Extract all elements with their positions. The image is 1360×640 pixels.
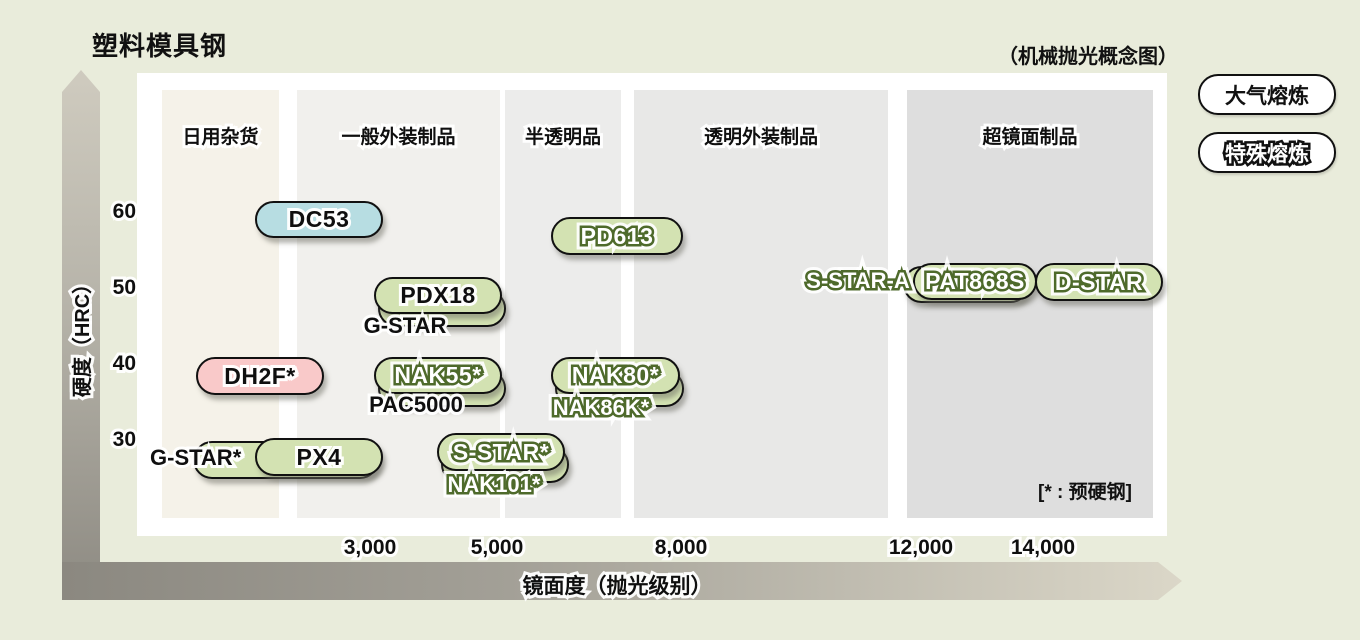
- legend-atmospheric-melting: 大气熔炼: [1198, 74, 1336, 115]
- steel-pill-label: D-STAR: [1055, 269, 1143, 296]
- x-tick-12000: 12,000: [889, 536, 953, 560]
- steel-pill-px4: PX4: [255, 438, 383, 476]
- y-tick-40: 40: [98, 352, 136, 376]
- steel-pill-pdx18: PDX18: [374, 277, 502, 314]
- chart-subtitle: （机械抛光概念图）: [998, 46, 1178, 68]
- y-axis-title: 硬度（HRC）: [67, 273, 96, 396]
- y-tick-60: 60: [98, 200, 136, 224]
- steel-pill-label: S-STAR*: [453, 439, 550, 466]
- legend-label: 大气熔炼: [1225, 84, 1309, 108]
- steel-pill-sstar: S-STAR*: [437, 433, 565, 471]
- steel-label-gstarp: G-STAR*: [150, 445, 242, 471]
- x-axis-title: 镜面度（抛光级别）: [523, 570, 712, 600]
- steel-pill-dc53: DC53: [255, 201, 383, 238]
- y-tick-50: 50: [98, 276, 136, 300]
- steel-pill-label: PX4: [297, 444, 342, 471]
- steel-pill-nak55: NAK55*: [374, 357, 502, 394]
- steel-pill-label: PAT868S: [925, 268, 1025, 295]
- legend-special-melting: 特殊熔炼: [1198, 132, 1336, 173]
- band-header: 日用杂货: [182, 122, 258, 149]
- page-title: 塑料模具钢: [92, 31, 228, 61]
- y-axis-title-wrap: 硬度（HRC）: [62, 240, 100, 430]
- x-tick-3000: 3,000: [344, 536, 397, 560]
- steel-pill-dh2f: DH2F*: [196, 357, 324, 395]
- steel-pill-pat868s: PAT868S: [913, 263, 1037, 300]
- steel-label-pac5000: PAC5000: [369, 392, 463, 418]
- band-header: 超镜面制品: [982, 122, 1077, 149]
- band-transparent-exterior: 透明外装制品: [634, 90, 888, 518]
- legend-label: 特殊熔炼: [1225, 138, 1309, 168]
- band-header: 一般外装制品: [341, 122, 455, 149]
- steel-pill-pd613: PD613: [551, 217, 683, 255]
- steel-pill-label: DH2F*: [224, 363, 296, 390]
- x-tick-5000: 5,000: [471, 536, 524, 560]
- y-tick-30: 30: [98, 428, 136, 452]
- steel-label-nak101: NAK101*: [448, 472, 541, 498]
- steel-label-nak86k: NAK86K*: [553, 395, 650, 421]
- band-header: 半透明品: [525, 122, 601, 149]
- steel-pill-dstar: D-STAR: [1035, 263, 1163, 301]
- band-header: 透明外装制品: [704, 122, 818, 149]
- steel-pill-label: NAK80*: [572, 362, 660, 389]
- steel-pill-label: PD613: [581, 223, 654, 250]
- band-super-mirror: 超镜面制品: [907, 90, 1153, 518]
- steel-pill-label: NAK55*: [394, 362, 482, 389]
- x-tick-14000: 14,000: [1011, 536, 1075, 560]
- x-tick-8000: 8,000: [655, 536, 708, 560]
- steel-pill-nak80: NAK80*: [551, 357, 680, 394]
- steel-label-gstar: G-STAR: [364, 313, 447, 339]
- steel-pill-label: DC53: [289, 206, 350, 233]
- steel-pill-label: PDX18: [400, 282, 476, 309]
- prehardened-footnote: [* : 预硬钢]: [1038, 482, 1132, 503]
- steel-label-sstara: S-STAR-A: [806, 268, 910, 294]
